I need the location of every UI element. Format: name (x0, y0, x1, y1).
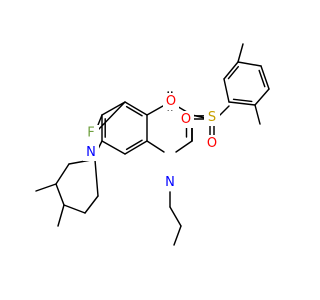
bond (260, 65, 270, 90)
bond (55, 183, 65, 206)
bond (124, 101, 148, 116)
bond (173, 225, 182, 246)
bond (232, 98, 253, 103)
bond (101, 101, 126, 116)
bond (57, 204, 65, 227)
bond (175, 140, 193, 153)
bond (254, 104, 261, 125)
quinolone-nitrogen-label: N (165, 175, 175, 190)
label-mask (204, 135, 220, 152)
bond (219, 105, 230, 116)
bond (223, 78, 230, 103)
label-mask (83, 125, 99, 142)
bond (223, 61, 239, 80)
bond (55, 163, 70, 185)
bond (101, 140, 126, 155)
bond (228, 101, 256, 106)
bond (97, 114, 103, 126)
bond (97, 101, 126, 131)
bond (94, 159, 99, 197)
sulfonyl-oxygen-upper-label: O (181, 112, 191, 127)
bond (227, 65, 240, 80)
label-mask (83, 144, 99, 161)
bond (84, 195, 99, 214)
bond (237, 61, 262, 67)
sulfonyl-sulfur-label: S (208, 110, 216, 125)
bond (125, 105, 143, 117)
bond (63, 204, 86, 214)
bond (146, 140, 165, 153)
molecule-structure: O S O O F N N (35, 43, 270, 246)
bonds (35, 43, 270, 246)
label-mask (162, 174, 178, 191)
sulfonyl-oxygen-lower-label: O (207, 136, 217, 151)
fluorine-label: F (87, 126, 94, 141)
label-mask (204, 109, 220, 126)
bond (237, 43, 244, 63)
label-mask (163, 93, 179, 110)
bond (35, 183, 57, 192)
ketone-oxygen-label: O (166, 94, 176, 109)
bond (254, 88, 270, 106)
bond (258, 69, 266, 88)
bond (169, 206, 182, 227)
label-mask (178, 111, 194, 128)
bond (125, 139, 143, 151)
bond (124, 140, 148, 155)
piperidine-nitrogen-label: N (86, 145, 96, 160)
atom-labels: O S O O F N N (83, 93, 220, 191)
